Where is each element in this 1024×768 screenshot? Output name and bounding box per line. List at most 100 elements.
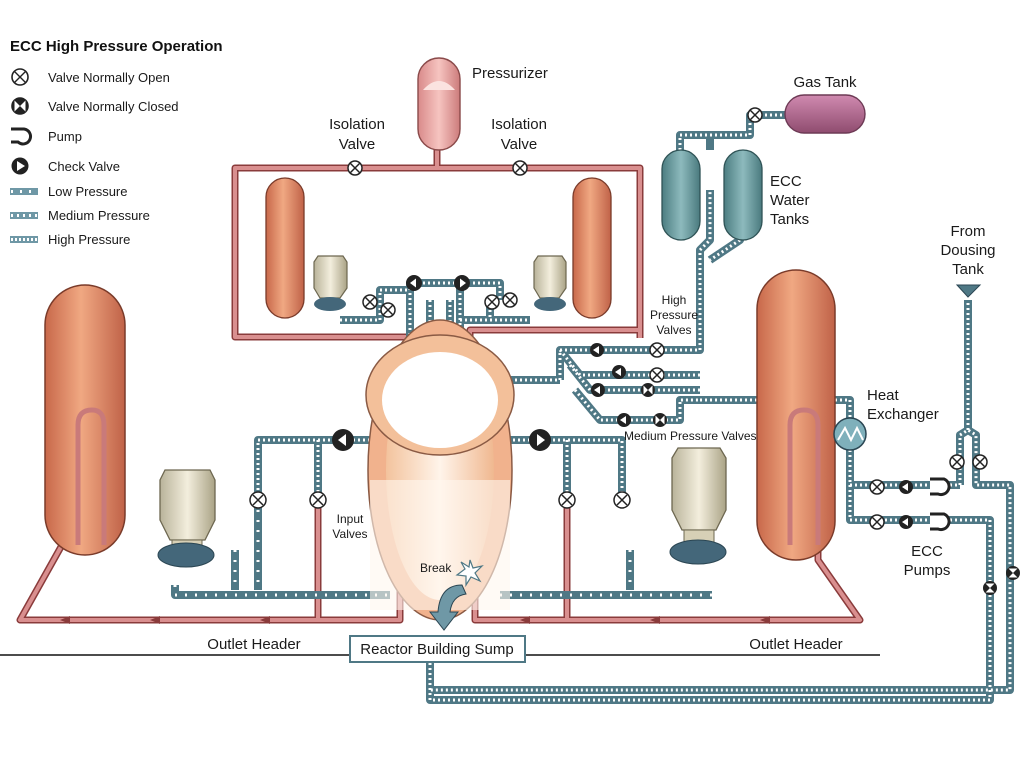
diagram-labels: Pressurizer Isolation Valve Isolation Va… xyxy=(207,65,995,658)
check-valve-icon[interactable] xyxy=(332,429,354,451)
label-ecc-tanks-line2: Water xyxy=(770,192,809,209)
heat-exchanger xyxy=(833,417,867,451)
valve-closed-icon[interactable] xyxy=(653,413,667,427)
valve-open-icon[interactable] xyxy=(649,342,665,358)
valve-open-icon[interactable] xyxy=(249,491,267,509)
legend-valve-closed: Valve Normally Closed xyxy=(48,99,179,114)
label-isolation-valve-right-line2: Valve xyxy=(501,136,537,153)
valve-open-icon[interactable] xyxy=(949,454,965,470)
valve-open-icon[interactable] xyxy=(869,514,885,530)
pressurizer xyxy=(417,57,461,151)
check-valves xyxy=(332,275,913,529)
legend-low-pressure: Low Pressure xyxy=(48,184,127,199)
left-main-pump xyxy=(157,469,216,568)
valves-open xyxy=(249,107,988,530)
gas-tank xyxy=(784,94,866,134)
legend-valve-open: Valve Normally Open xyxy=(48,70,170,85)
small-left-steam-generator xyxy=(265,177,305,319)
ecc-pump-lower-icon xyxy=(930,512,951,532)
ecc-water-tank-right xyxy=(723,149,763,241)
right-steam-generator xyxy=(756,269,836,561)
label-ecc-pumps-line1: ECC xyxy=(911,543,943,560)
high-pressure-pipe-icon xyxy=(10,236,38,243)
check-valve-icon[interactable] xyxy=(591,383,605,397)
legend-medium-pressure: Medium Pressure xyxy=(48,208,150,223)
valve-closed-icon[interactable] xyxy=(641,383,655,397)
label-hp-valves-line2: Pressure xyxy=(650,308,698,322)
valve-closed-icon xyxy=(11,97,29,115)
diagram-title: ECC High Pressure Operation xyxy=(10,38,223,55)
check-valve-icon[interactable] xyxy=(617,413,631,427)
label-hp-valves-line3: Valves xyxy=(656,323,691,337)
label-isolation-valve-left-line1: Isolation xyxy=(329,116,385,133)
valve-open-icon[interactable] xyxy=(869,479,885,495)
label-input-valves-line1: Input xyxy=(337,512,364,526)
check-valve-icon[interactable] xyxy=(899,480,913,494)
label-isolation-valve-left-line2: Valve xyxy=(339,136,375,153)
valve-open-icon[interactable] xyxy=(649,367,665,383)
valve-open-icon[interactable] xyxy=(972,454,988,470)
valve-open-icon xyxy=(11,68,29,86)
left-steam-generator xyxy=(44,284,126,556)
label-heat-exchanger-line2: Exchanger xyxy=(867,406,939,423)
ecc-pump-upper-icon xyxy=(930,477,951,497)
reactor-building-sump xyxy=(349,635,526,663)
valve-open-icon[interactable] xyxy=(380,302,396,318)
check-valve-icon[interactable] xyxy=(406,275,422,291)
label-from-dousing-line3: Tank xyxy=(952,261,984,278)
flow-arrows xyxy=(60,616,770,624)
check-valve-icon[interactable] xyxy=(529,429,551,451)
valve-open-icon[interactable] xyxy=(747,107,763,123)
valves-closed xyxy=(641,383,1020,595)
label-from-dousing-line1: From xyxy=(951,223,986,240)
low-pressure-pipe-icon xyxy=(10,188,38,195)
valve-open-icon[interactable] xyxy=(558,491,576,509)
pump-icon xyxy=(11,127,33,146)
valve-open-icon[interactable] xyxy=(484,294,500,310)
sump-flow-arrow-icon xyxy=(428,584,467,631)
label-hp-valves-line1: High xyxy=(662,293,687,307)
valve-open-icon[interactable] xyxy=(309,491,327,509)
legend: Valve Normally Open Valve Normally Close… xyxy=(10,68,179,247)
label-gas-tank: Gas Tank xyxy=(793,74,857,91)
legend-pump: Pump xyxy=(48,129,82,144)
legend-check-valve: Check Valve xyxy=(48,159,120,174)
label-pressurizer: Pressurizer xyxy=(472,65,548,82)
label-medium-pressure-valves: Medium Pressure Valves xyxy=(624,429,757,443)
ecc-water-tank-left xyxy=(661,149,701,241)
label-break: Break xyxy=(420,561,452,575)
low-pressure-piping-dashes xyxy=(173,500,712,597)
label-heat-exchanger-line1: Heat xyxy=(867,387,900,404)
right-main-pump xyxy=(669,447,727,565)
valve-open-icon[interactable] xyxy=(362,294,378,310)
label-from-dousing-line2: Dousing xyxy=(940,242,995,259)
label-ecc-tanks-line1: ECC xyxy=(770,173,802,190)
valve-closed-icon[interactable] xyxy=(983,581,997,595)
valve-closed-icon[interactable] xyxy=(1006,566,1020,580)
small-right-steam-generator xyxy=(572,177,612,319)
label-outlet-header-left: Outlet Header xyxy=(207,636,300,653)
valve-open-icon[interactable] xyxy=(502,292,518,308)
check-valve-icon[interactable] xyxy=(899,515,913,529)
check-valve-icon[interactable] xyxy=(454,275,470,291)
small-right-pump xyxy=(533,255,567,311)
dousing-arrow-icon xyxy=(955,284,982,298)
reactor-core xyxy=(365,319,515,621)
label-ecc-tanks-line3: Tanks xyxy=(770,211,809,228)
medium-pressure-pipe-icon xyxy=(10,212,38,219)
label-ecc-pumps-line2: Pumps xyxy=(904,562,951,579)
label-outlet-header-right: Outlet Header xyxy=(749,636,842,653)
label-reactor-building-sump: Reactor Building Sump xyxy=(360,641,513,658)
check-valve-icon[interactable] xyxy=(590,343,604,357)
label-isolation-valve-right-line1: Isolation xyxy=(491,116,547,133)
valve-open-icon[interactable] xyxy=(613,491,631,509)
check-valve-icon[interactable] xyxy=(612,365,626,379)
check-valve-icon xyxy=(11,157,29,175)
valve-open-icon[interactable] xyxy=(512,160,528,176)
label-input-valves-line2: Valves xyxy=(332,527,367,541)
break-icon xyxy=(455,559,484,588)
valve-open-icon[interactable] xyxy=(347,160,363,176)
legend-high-pressure: High Pressure xyxy=(48,232,130,247)
small-left-pump xyxy=(313,255,348,311)
